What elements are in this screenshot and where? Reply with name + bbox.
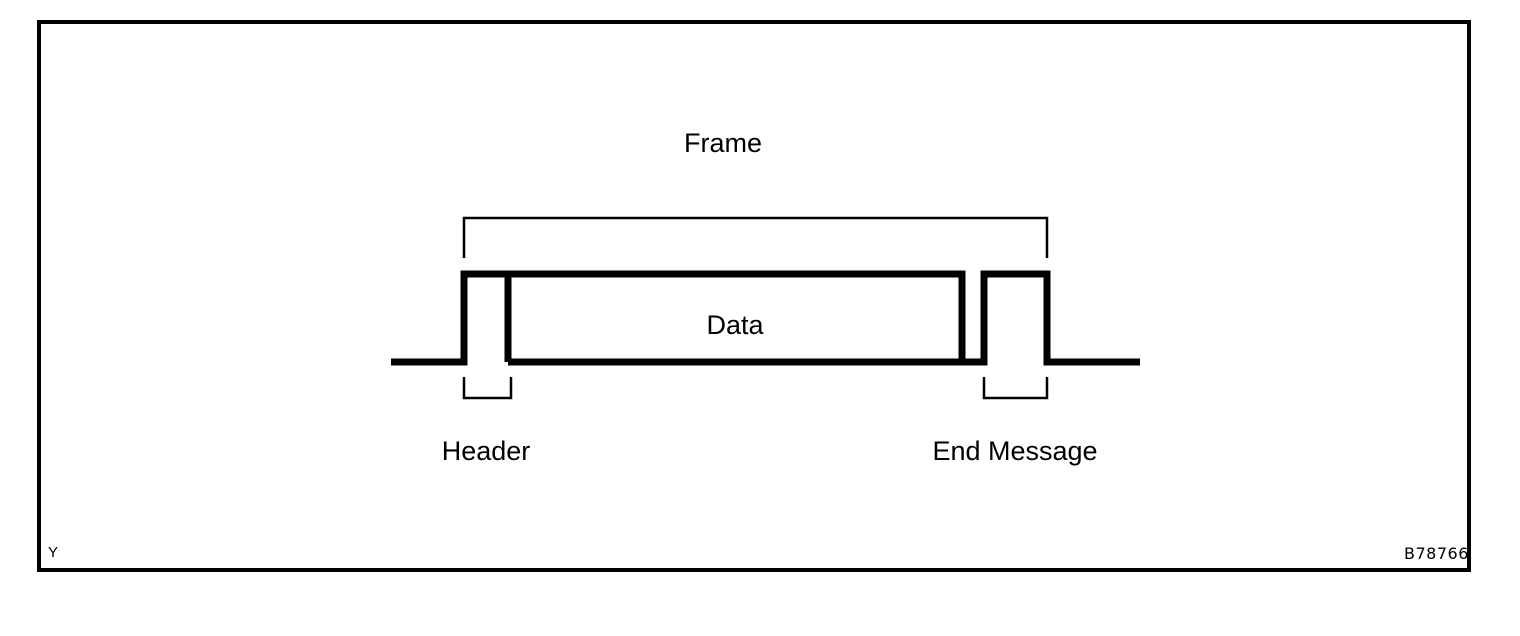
diagram-border — [37, 20, 1471, 572]
waveform-trace — [391, 270, 1140, 366]
header-bracket — [462, 377, 513, 400]
end-message-label: End Message — [932, 436, 1098, 466]
corner-mark-left: Y — [48, 544, 59, 561]
frame-label: Frame — [683, 128, 762, 158]
corner-mark-right: B78766 — [1404, 544, 1469, 563]
frame-bracket — [462, 216, 1049, 258]
end-message-bracket — [982, 377, 1049, 400]
header-label: Header — [441, 436, 531, 466]
data-label: Data — [706, 310, 764, 340]
